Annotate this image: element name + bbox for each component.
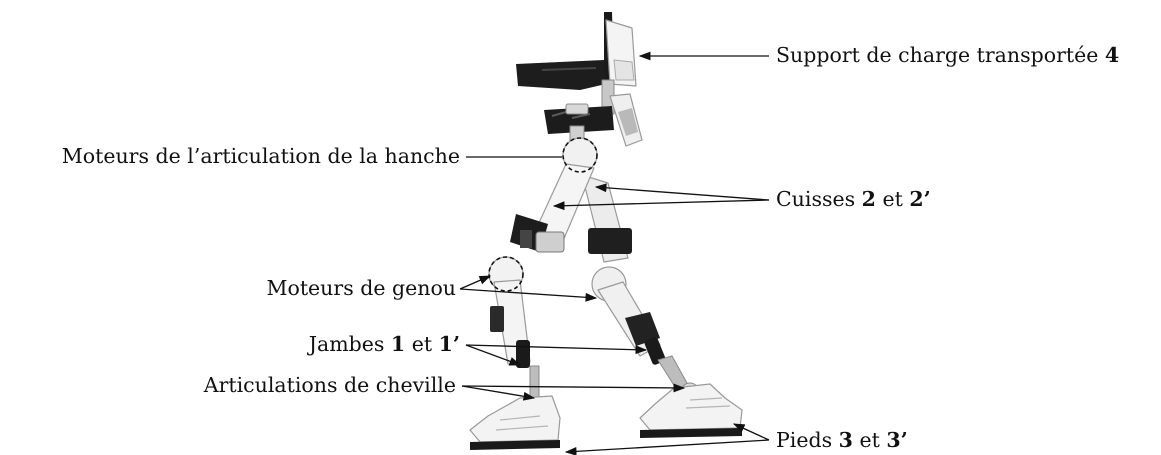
label-feet: Pieds 3 et 3’ [776,428,908,452]
leader-thigh-front [554,200,769,206]
leader-knee-back [460,289,596,298]
leader-ankle-back [462,386,684,388]
leader-thigh-back [596,187,769,200]
leader-knee-front [460,276,490,289]
back-leg [582,175,742,438]
label-knee-motors: Moteurs de genou [266,276,456,300]
label-hip-motors: Moteurs de l’articulation de la hanche [62,144,460,168]
label-load-support: Support de charge transportée 4 [776,43,1119,67]
leader-leg-back [466,345,646,350]
exoskeleton-illustration [470,12,742,450]
label-thighs: Cuisses 2 et 2’ [776,187,931,211]
label-legs: Jambes 1 et 1’ [307,332,460,356]
leader-foot-front [566,440,769,452]
label-ankles: Articulations de cheville [203,373,456,397]
leader-ankle-front [462,386,534,398]
